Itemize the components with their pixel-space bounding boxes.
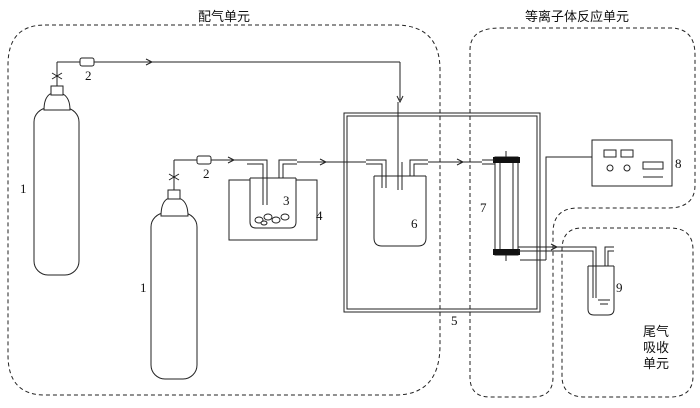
label-water-bath: 4 <box>316 208 323 223</box>
plasma-reactor <box>482 151 520 261</box>
enclosure-inner <box>346 115 538 310</box>
gas-cylinder-right <box>150 159 198 380</box>
tail-gas-unit-title-line3: 单元 <box>643 357 669 372</box>
label-absorber: 9 <box>616 280 623 295</box>
label-flowmeter-top: 2 <box>85 68 92 83</box>
tail-gas-unit-title-line2: 吸收 <box>643 341 669 356</box>
label-enclosure: 5 <box>451 313 458 328</box>
absorber-bottle <box>585 246 615 316</box>
bubbler-bottle <box>247 159 297 229</box>
label-flowmeter-bottom: 2 <box>203 166 210 181</box>
power-supply <box>591 139 673 187</box>
flowmeter-bottom <box>196 155 247 165</box>
tail-gas-unit-title-line1: 尾气 <box>643 324 669 340</box>
enclosure-outer <box>343 112 541 313</box>
plasma-unit-region <box>469 27 696 398</box>
valve-icon-right <box>168 173 180 181</box>
label-cylinder-left: 1 <box>20 181 27 196</box>
label-power-supply: 8 <box>675 156 682 171</box>
valve-icon-left <box>51 72 63 80</box>
plasma-unit-title: 等离子体反应单元 <box>525 9 629 25</box>
mixing-bottle <box>366 102 428 247</box>
label-mixing-bottle: 6 <box>411 216 418 231</box>
gas-cylinder-left <box>33 61 80 276</box>
flowmeter-top <box>79 57 404 104</box>
label-bubbler: 3 <box>283 193 290 208</box>
gas-mixing-unit-region <box>7 24 441 396</box>
gas-mixing-unit-title: 配气单元 <box>198 9 250 25</box>
label-reactor: 7 <box>480 200 487 215</box>
tail-gas-unit-region <box>561 227 694 398</box>
label-cylinder-right: 1 <box>140 280 147 295</box>
